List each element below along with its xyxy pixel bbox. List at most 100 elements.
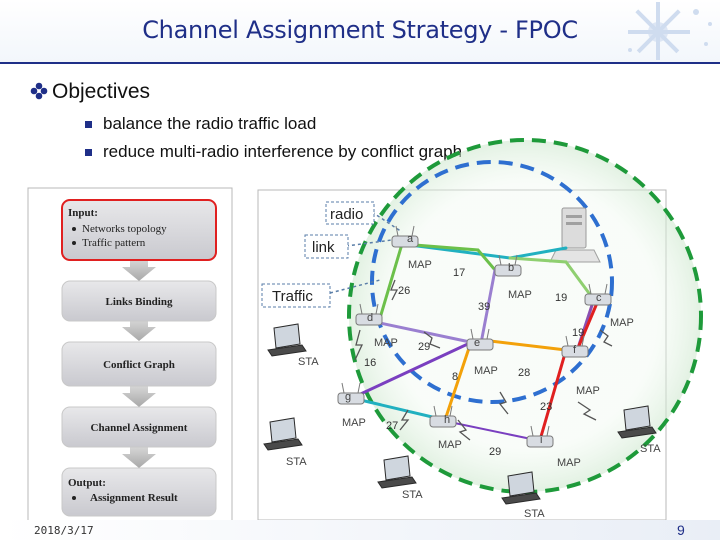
dot-bullet-icon	[72, 496, 76, 500]
link-callout-label: link	[312, 239, 335, 256]
radio-callout: radio	[325, 201, 375, 225]
link-number: 29	[489, 446, 501, 458]
traffic-callout-label: Traffic	[272, 288, 313, 305]
router-icon	[337, 382, 365, 405]
bullet-balance-load: balance the radio traffic load	[103, 114, 317, 133]
link-number: 23	[540, 401, 552, 413]
down-arrow-icon	[122, 385, 156, 407]
map-label: MAP	[557, 457, 581, 469]
link-number: 16	[364, 357, 376, 369]
map-label: MAP	[408, 259, 432, 271]
bullet-reduce-interference: reduce multi-radio interference by confl…	[103, 142, 463, 161]
dot-bullet-icon	[72, 227, 76, 231]
link-number: 39	[478, 301, 490, 313]
sta-label: STA	[298, 356, 319, 368]
input-item-traffic: Traffic pattern	[82, 237, 146, 249]
down-arrow-icon	[122, 446, 156, 468]
input-box: Input: Networks topology Traffic pattern	[61, 199, 217, 261]
square-bullet-icon	[85, 121, 92, 128]
link-number: 26	[398, 285, 410, 297]
router-icon	[466, 328, 494, 351]
sta-labels: STA STA STA STA STA	[286, 356, 661, 520]
input-heading: Input:	[68, 207, 98, 219]
link-numbers: 17 26 39 19 19 29 16 28 8 23 27 29	[364, 267, 584, 458]
links-binding-label: Links Binding	[106, 296, 173, 308]
link-number: 8	[452, 371, 458, 383]
router-icon	[561, 335, 589, 358]
sta-label: STA	[640, 443, 661, 455]
sta-label: STA	[286, 456, 307, 468]
link-number: 28	[518, 367, 530, 379]
link-number: 19	[572, 327, 584, 339]
laptops	[263, 323, 657, 505]
link-number: 19	[555, 292, 567, 304]
wireless-links	[354, 279, 613, 441]
sta-label: STA	[402, 489, 423, 501]
node-letter-i: i	[540, 434, 542, 446]
slide-title: Channel Assignment Strategy - FPOC	[142, 16, 578, 44]
down-arrow-icon	[122, 319, 156, 341]
node-letter-b: b	[508, 262, 514, 274]
square-bullet-icon	[85, 149, 92, 156]
map-label: MAP	[342, 417, 366, 429]
map-labels: MAP MAP MAP MAP MAP MAP MAP MAP MAP	[342, 259, 634, 469]
map-label: MAP	[438, 439, 462, 451]
page-number: 9	[677, 522, 685, 538]
laptop-icon	[501, 471, 541, 505]
link-callout: link	[304, 234, 349, 259]
conflict-graph-label: Conflict Graph	[103, 359, 175, 371]
router-icon	[494, 254, 522, 277]
node-letter-c: c	[596, 292, 602, 304]
server-icon	[549, 207, 601, 263]
radio-callout-label: radio	[330, 206, 363, 223]
green-coverage-circle	[347, 138, 703, 494]
dot-bullet-icon	[72, 241, 76, 245]
footer-band	[0, 520, 720, 540]
title-bar	[0, 0, 720, 64]
node-letter-h: h	[444, 414, 450, 426]
objectives-heading: Objectives	[52, 80, 151, 103]
map-label: MAP	[474, 365, 498, 377]
link-number: 17	[453, 267, 465, 279]
output-heading: Output:	[68, 477, 106, 489]
flow-arrows	[122, 259, 156, 468]
router-icon	[526, 425, 554, 448]
router-icon	[584, 283, 612, 306]
down-arrow-icon	[122, 259, 156, 281]
node-letter-g: g	[345, 391, 351, 403]
laptop-icon	[617, 405, 657, 439]
router-icon	[355, 303, 383, 326]
link-number: 29	[418, 341, 430, 353]
node-letter-d: d	[367, 312, 373, 324]
sparkle-logo-icon	[628, 2, 712, 60]
router-nodes	[337, 225, 612, 448]
channel-assignment-box: Channel Assignment	[61, 406, 217, 448]
router-icon	[391, 225, 419, 248]
input-item-topology: Networks topology	[82, 223, 167, 235]
network-panel: a b c d e f g h i MAP MAP MAP MAP MAP MA…	[257, 138, 703, 521]
diamond-bullet-icon	[30, 82, 48, 100]
map-label: MAP	[508, 289, 532, 301]
output-box: Output: Assignment Result	[61, 467, 217, 517]
node-letter-e: e	[474, 337, 480, 349]
channel-assignment-label: Channel Assignment	[91, 422, 188, 434]
flowchart-panel: Input: Networks topology Traffic pattern…	[27, 187, 233, 522]
laptop-icon	[377, 455, 417, 489]
router-icon	[429, 405, 457, 428]
footer-date: 2018/3/17	[34, 524, 94, 537]
links-binding-box: Links Binding	[61, 280, 217, 322]
conflict-graph-box: Conflict Graph	[61, 341, 217, 387]
laptop-icon	[267, 323, 307, 357]
node-letter-f: f	[573, 344, 577, 356]
sta-label: STA	[524, 508, 545, 520]
laptop-icon	[263, 417, 303, 451]
traffic-callout: Traffic	[261, 283, 331, 308]
map-label: MAP	[374, 337, 398, 349]
node-letters: a b c d e f g h i	[345, 233, 602, 446]
node-letter-a: a	[407, 233, 414, 245]
title-divider	[0, 62, 720, 64]
map-label: MAP	[576, 385, 600, 397]
map-label: MAP	[610, 317, 634, 329]
